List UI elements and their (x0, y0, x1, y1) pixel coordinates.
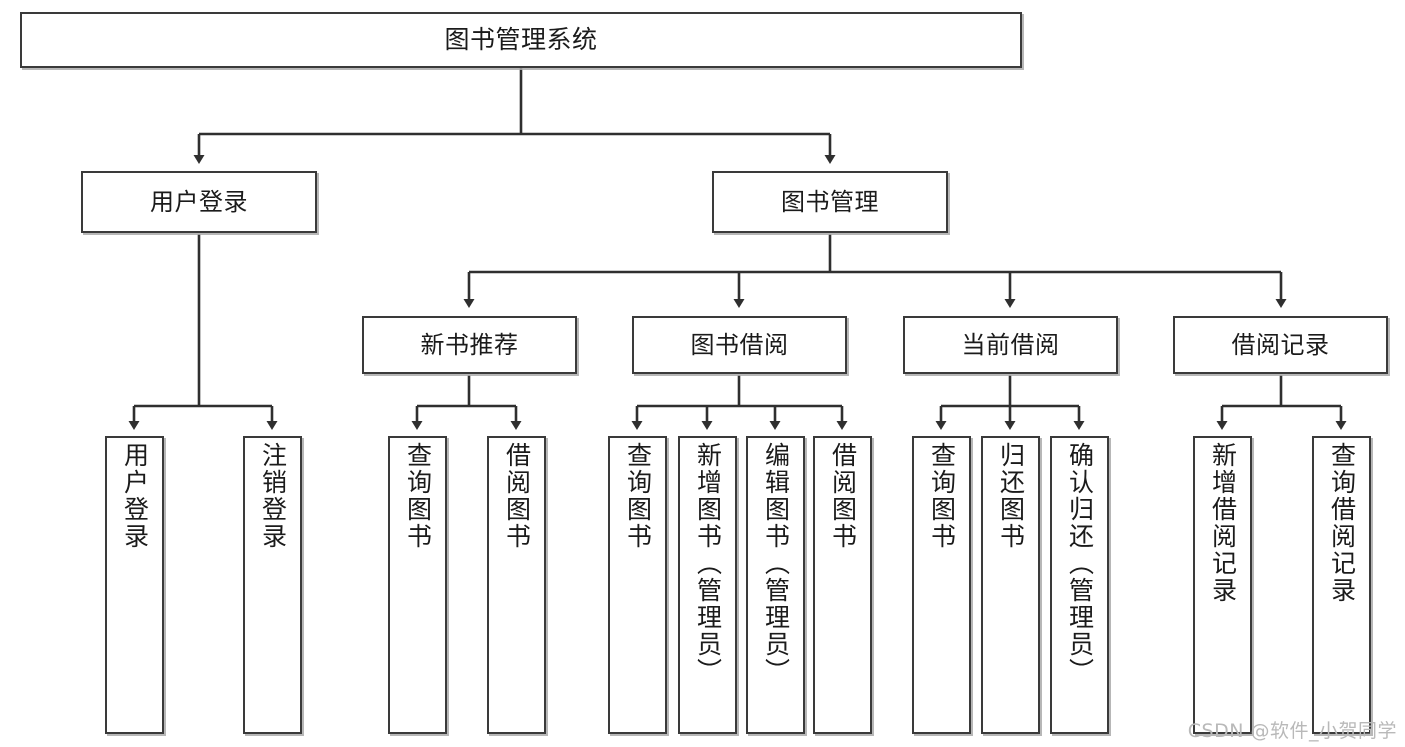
node-leaf-query-book-current[interactable]: 查询图书 (912, 436, 971, 734)
node-leaf-add-book-admin[interactable]: 新增图书（管理员） (678, 436, 737, 734)
node-current-borrow[interactable]: 当前借阅 (903, 316, 1118, 374)
node-label: 新增图书（管理员） (693, 442, 723, 685)
node-label: 当前借阅 (961, 330, 1060, 359)
node-user-login[interactable]: 用户登录 (81, 171, 317, 233)
node-new-book-recommend[interactable]: 新书推荐 (362, 316, 577, 374)
node-leaf-borrow-book-recommend[interactable]: 借阅图书 (487, 436, 546, 734)
node-label: 归还图书 (996, 442, 1026, 550)
watermark-text: CSDN @软件_小贺同学 (1187, 720, 1397, 742)
node-label: 查询图书 (403, 442, 433, 550)
node-label: 查询借阅记录 (1327, 442, 1357, 604)
node-book-management[interactable]: 图书管理 (712, 171, 948, 233)
node-leaf-logout[interactable]: 注销登录 (243, 436, 302, 734)
node-leaf-query-book-recommend[interactable]: 查询图书 (388, 436, 447, 734)
node-root-book-management-system[interactable]: 图书管理系统 (20, 12, 1022, 68)
node-label: 图书借阅 (690, 330, 789, 359)
node-leaf-confirm-return-admin[interactable]: 确认归还（管理员） (1050, 436, 1109, 734)
node-leaf-borrow-book[interactable]: 借阅图书 (813, 436, 872, 734)
node-label: 确认归还（管理员） (1065, 442, 1095, 685)
node-label: 编辑图书（管理员） (761, 442, 791, 685)
node-leaf-return-book[interactable]: 归还图书 (981, 436, 1040, 734)
node-label: 新书推荐 (420, 330, 519, 359)
node-label: 图书管理 (781, 187, 879, 216)
node-label: 借阅图书 (502, 442, 532, 550)
node-leaf-query-borrow-record[interactable]: 查询借阅记录 (1312, 436, 1371, 734)
node-label: 注销登录 (258, 442, 288, 550)
node-label: 图书管理系统 (444, 25, 598, 55)
node-label: 查询图书 (623, 442, 653, 550)
node-label: 用户登录 (150, 187, 248, 216)
node-label: 用户登录 (120, 442, 150, 550)
node-label: 新增借阅记录 (1208, 442, 1238, 604)
node-label: 借阅图书 (828, 442, 858, 550)
node-leaf-query-book-borrow[interactable]: 查询图书 (608, 436, 667, 734)
node-leaf-edit-book-admin[interactable]: 编辑图书（管理员） (746, 436, 805, 734)
node-book-borrow[interactable]: 图书借阅 (632, 316, 847, 374)
node-label: 借阅记录 (1231, 330, 1330, 359)
node-leaf-add-borrow-record[interactable]: 新增借阅记录 (1193, 436, 1252, 734)
node-label: 查询图书 (927, 442, 957, 550)
node-leaf-user-login[interactable]: 用户登录 (105, 436, 164, 734)
node-borrow-record[interactable]: 借阅记录 (1173, 316, 1388, 374)
